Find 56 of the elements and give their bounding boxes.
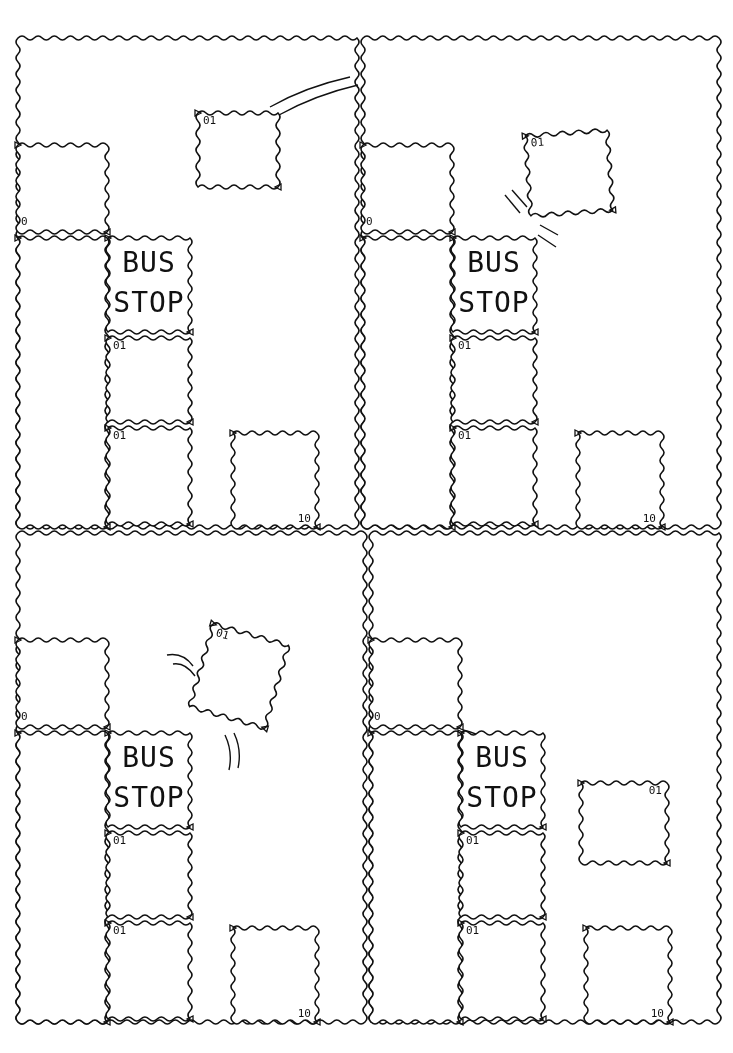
sign-text: BUS STOP — [113, 245, 185, 321]
bus-stop-sign — [450, 235, 538, 335]
stamp-number: 01 — [214, 627, 231, 642]
stamp-frame — [105, 830, 193, 920]
stamp-frame — [185, 620, 293, 732]
stamp-number: 01 — [466, 925, 480, 936]
stamp-frame — [522, 127, 616, 219]
stamp-number: 01 — [458, 430, 472, 441]
comic-panel — [368, 530, 722, 1025]
stamp-number: 01 — [648, 785, 662, 796]
stamp-number: 01 — [113, 835, 127, 846]
stamp-number: 10 — [297, 1008, 311, 1019]
comic-panel — [15, 530, 368, 1025]
stamp-frame — [360, 235, 455, 530]
stamp-number: 10 — [642, 513, 656, 524]
stamp-frame — [15, 730, 110, 1025]
stamp-number: 01 — [530, 136, 545, 149]
bus-stop-sign — [105, 730, 193, 830]
stamp-frame — [105, 335, 193, 425]
stamp-frame — [368, 637, 463, 730]
stamp-number: 10 — [650, 1008, 664, 1019]
stamp-frame — [583, 925, 673, 1025]
stamp-frame — [450, 425, 538, 527]
stamp-frame — [450, 335, 538, 425]
bus-stop-sign — [458, 730, 546, 830]
stamp-frame — [575, 430, 665, 530]
stamp-frame — [15, 235, 110, 530]
stamp-number: 01 — [113, 340, 127, 351]
stamp-frame — [15, 142, 110, 235]
bus-stop-sign — [105, 235, 193, 335]
stamp-frame — [458, 920, 546, 1022]
comic-panel — [360, 35, 722, 530]
stamp-frame — [578, 780, 670, 866]
stamp-frame — [458, 830, 546, 920]
stamp-number: 01 — [113, 925, 127, 936]
stamp-frame — [15, 637, 110, 730]
stamp-number: 01 — [466, 835, 480, 846]
stamp-frame — [105, 425, 193, 527]
sign-text: BUS STOP — [458, 245, 530, 321]
sign-text: BUS STOP — [466, 740, 538, 816]
stamp-number: 01 — [113, 430, 127, 441]
stamp-frame — [105, 920, 193, 1022]
stamp-number: 01 — [203, 115, 217, 126]
stamp-frame — [360, 142, 455, 235]
stamp-number: 0 — [366, 216, 373, 227]
comic-panel — [15, 35, 360, 530]
stamp-number: 0 — [374, 711, 381, 722]
stamp-number: 10 — [297, 513, 311, 524]
stamp-frame — [230, 430, 320, 530]
stamp-number: 0 — [21, 711, 28, 722]
sign-text: BUS STOP — [113, 740, 185, 816]
stamp-frame — [195, 110, 281, 190]
stamp-number: 0 — [21, 216, 28, 227]
stamp-number: 01 — [458, 340, 472, 351]
stamp-frame — [230, 925, 320, 1025]
stamp-frame — [368, 730, 463, 1025]
